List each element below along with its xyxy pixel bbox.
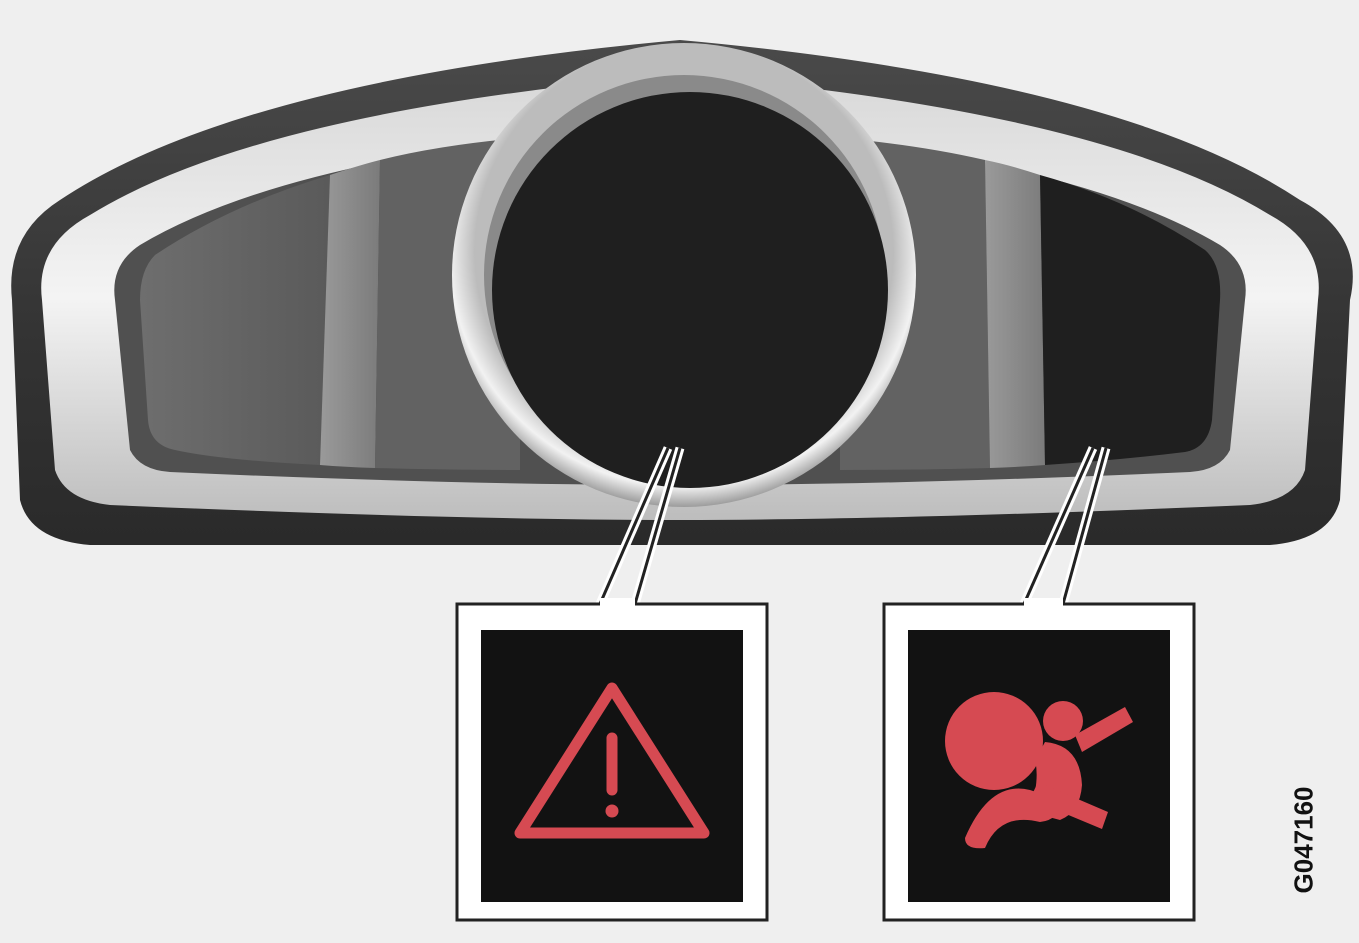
left-side-band bbox=[320, 160, 380, 468]
figure-id-label: G047160 bbox=[1289, 787, 1320, 894]
airbag-callout-cover bbox=[1024, 598, 1063, 608]
center-display-screen bbox=[492, 92, 888, 488]
right-side-band bbox=[985, 160, 1045, 468]
warning-callout-cover bbox=[600, 598, 635, 608]
